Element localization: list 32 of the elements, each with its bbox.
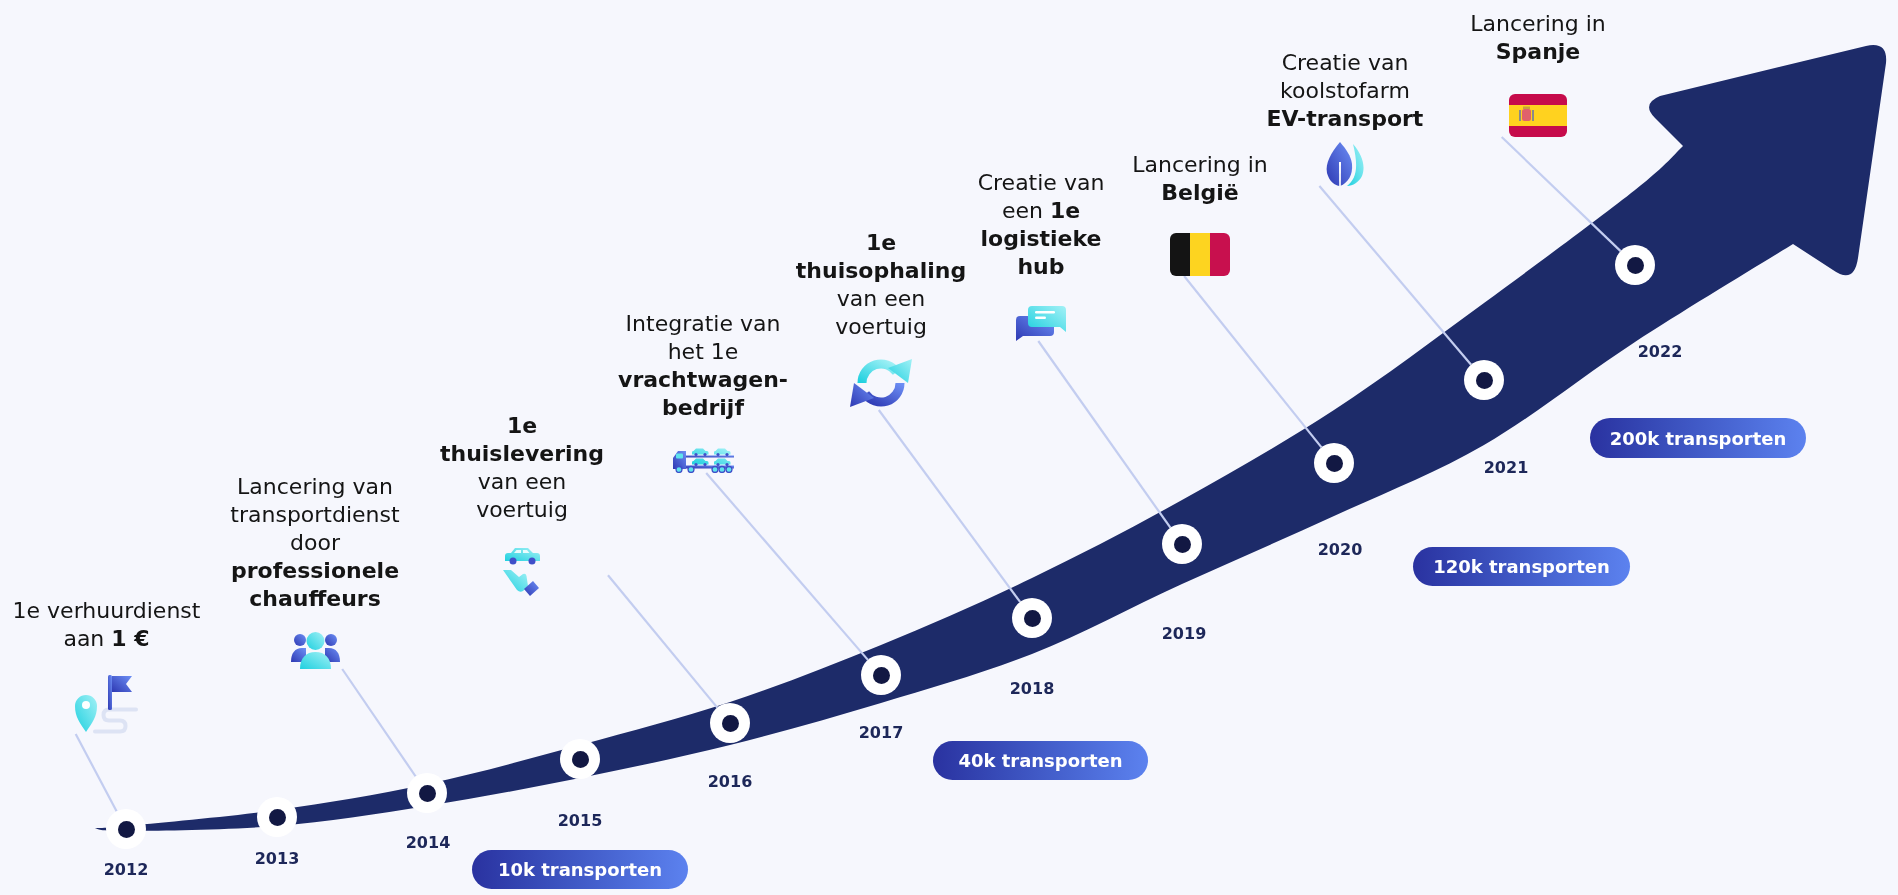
- event-description: Lancering van transportdienst door professionele chauffeurs: [229, 473, 401, 613]
- leader-line: [607, 574, 719, 709]
- event-description: Lancering in Spanje: [1469, 10, 1607, 66]
- year-label: 2012: [103, 860, 149, 880]
- leader-line: [341, 668, 417, 778]
- event-description: Creatie van koolstofarm EV-transport: [1265, 49, 1425, 133]
- year-label: 2018: [1009, 679, 1055, 699]
- leader-line: [1318, 185, 1472, 366]
- leader-line: [705, 472, 869, 661]
- event-description: 1e thuislevering van een voertuig: [439, 412, 605, 524]
- year-label: 2014: [405, 833, 451, 853]
- year-label: 2013: [254, 849, 300, 869]
- year-label: 2022: [1637, 342, 1683, 362]
- year-label: 2019: [1161, 624, 1207, 644]
- leader-line: [877, 409, 1021, 603]
- year-label: 2016: [707, 772, 753, 792]
- transport-count-badge: 40k transporten: [933, 741, 1148, 780]
- transport-count-badge: 120k transporten: [1413, 547, 1630, 586]
- event-description: 1e thuisophaling van een voertuig: [794, 229, 968, 341]
- event-description: Creatie van een 1e logistieke hub: [976, 169, 1106, 281]
- year-label: 2015: [557, 811, 603, 831]
- leader-line: [1183, 275, 1323, 449]
- year-label: 2020: [1317, 540, 1363, 560]
- year-label: 2017: [858, 723, 904, 743]
- leader-line: [1500, 136, 1622, 252]
- transport-count-badge: 200k transporten: [1590, 418, 1806, 458]
- transport-count-badge: 10k transporten: [472, 850, 688, 889]
- event-description: Lancering in België: [1131, 151, 1269, 207]
- event-description: 1e verhuurdienst aan 1 €: [11, 597, 202, 653]
- year-label: 2021: [1483, 458, 1529, 478]
- leader-line: [74, 733, 118, 812]
- event-description: Integratie van het 1e vrachtwagen-bedrijf: [617, 310, 789, 422]
